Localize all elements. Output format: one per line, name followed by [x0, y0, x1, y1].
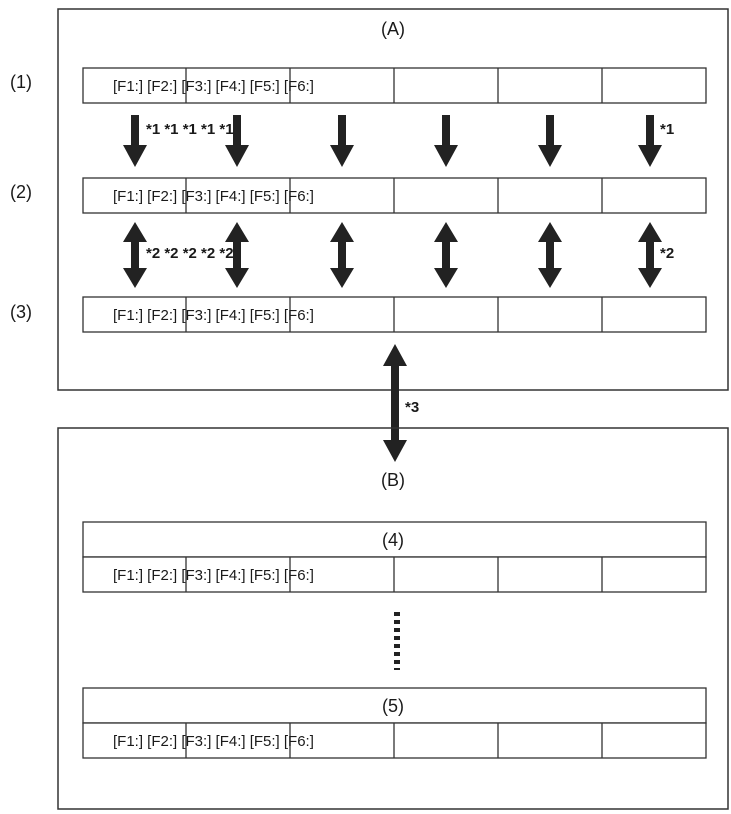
- row-3-cells: [F1:] [F2:] [F3:] [F4:] [F5:] [F6:]: [82, 296, 707, 333]
- block-4: (4) [F1:] [F2:] [F3:] [F4:] [F5:] [F6:]: [82, 521, 707, 593]
- double-arrow-1: [123, 222, 147, 288]
- section-b-label: (B): [381, 470, 405, 490]
- block-4-label: (4): [382, 530, 404, 550]
- note-2-group: *2 *2 *2 *2 *2: [146, 245, 234, 262]
- double-arrow-2: [225, 222, 249, 288]
- note-2-right: *2: [660, 245, 674, 262]
- link-arrow-a-b: [383, 344, 407, 462]
- double-arrow-6: [638, 222, 662, 288]
- double-arrows: [123, 222, 662, 288]
- frame-b: [57, 427, 729, 810]
- double-arrow-5: [538, 222, 562, 288]
- row-label-3: (3): [10, 302, 32, 322]
- note-link: *3: [405, 399, 419, 416]
- note-1-right: *1: [660, 121, 674, 138]
- down-arrow-4: [434, 115, 458, 167]
- block-5-fields: [F1:] [F2:] [F3:] [F4:] [F5:] [F6:]: [113, 733, 314, 750]
- down-arrow-1: [123, 115, 147, 167]
- row-2-cells: [F1:] [F2:] [F3:] [F4:] [F5:] [F6:]: [82, 177, 707, 214]
- block-5: (5) [F1:] [F2:] [F3:] [F4:] [F5:] [F6:]: [82, 687, 707, 759]
- down-arrow-6: [638, 115, 662, 167]
- down-arrow-3: [330, 115, 354, 167]
- double-arrow-4: [434, 222, 458, 288]
- down-arrow-5: [538, 115, 562, 167]
- section-a-label: (A): [381, 19, 405, 39]
- block-4-fields: [F1:] [F2:] [F3:] [F4:] [F5:] [F6:]: [113, 567, 314, 584]
- double-arrow-3: [330, 222, 354, 288]
- note-1-group: *1 *1 *1 *1 *1: [146, 121, 234, 138]
- down-arrow-2: [225, 115, 249, 167]
- row-2-fields: [F1:] [F2:] [F3:] [F4:] [F5:] [F6:]: [113, 188, 314, 205]
- row-label-2: (2): [10, 182, 32, 202]
- row-1-fields: [F1:] [F2:] [F3:] [F4:] [F5:] [F6:]: [113, 78, 314, 95]
- block-5-label: (5): [382, 696, 404, 716]
- row-label-1: (1): [10, 72, 32, 92]
- row-1-cells: [F1:] [F2:] [F3:] [F4:] [F5:] [F6:]: [82, 67, 707, 104]
- down-arrows: [123, 115, 662, 167]
- row-3-fields: [F1:] [F2:] [F3:] [F4:] [F5:] [F6:]: [113, 307, 314, 324]
